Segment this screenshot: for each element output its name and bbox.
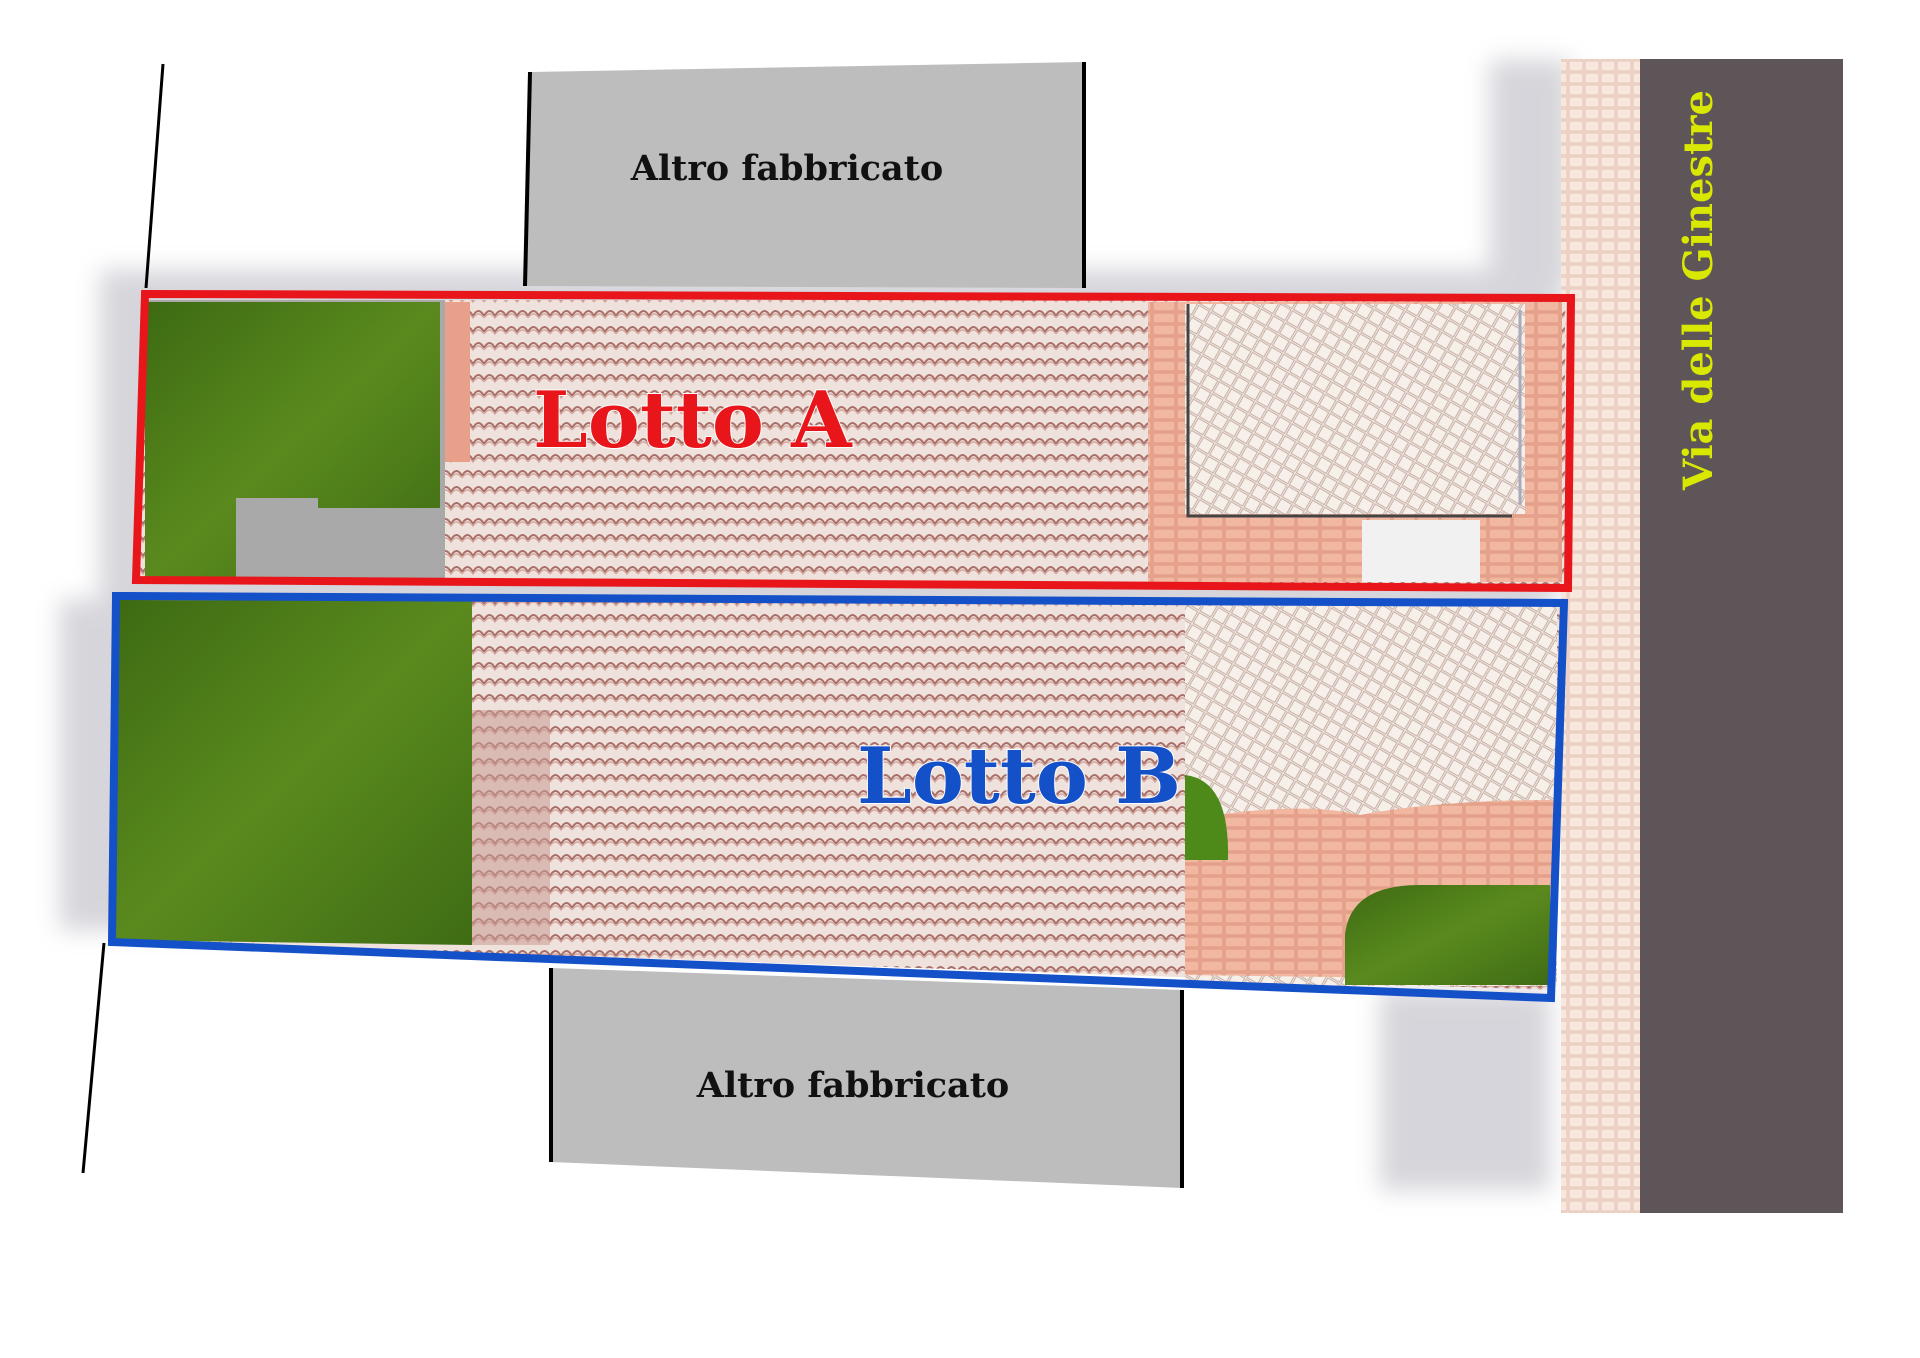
neighbor-building-south xyxy=(549,968,1184,1188)
sidewalk xyxy=(1561,59,1643,1213)
road xyxy=(1640,59,1843,1213)
lot-a-label: Lotto A xyxy=(533,375,853,466)
neighbor-building-north xyxy=(523,62,1086,288)
lot-b-label: Lotto B xyxy=(857,731,1181,822)
lot-a-boundary xyxy=(131,289,1576,593)
lot-b-area xyxy=(112,600,1560,990)
boundary-line-south xyxy=(81,942,106,1174)
neighbor-north-label: Altro fabbricato xyxy=(630,148,944,189)
lot-a-area xyxy=(140,300,1565,584)
street-label: Via delle Ginestre xyxy=(1675,90,1722,491)
neighbor-south-label: Altro fabbricato xyxy=(696,1065,1010,1106)
boundary-line-north xyxy=(144,63,165,289)
lot-b-boundary xyxy=(107,591,1569,1003)
